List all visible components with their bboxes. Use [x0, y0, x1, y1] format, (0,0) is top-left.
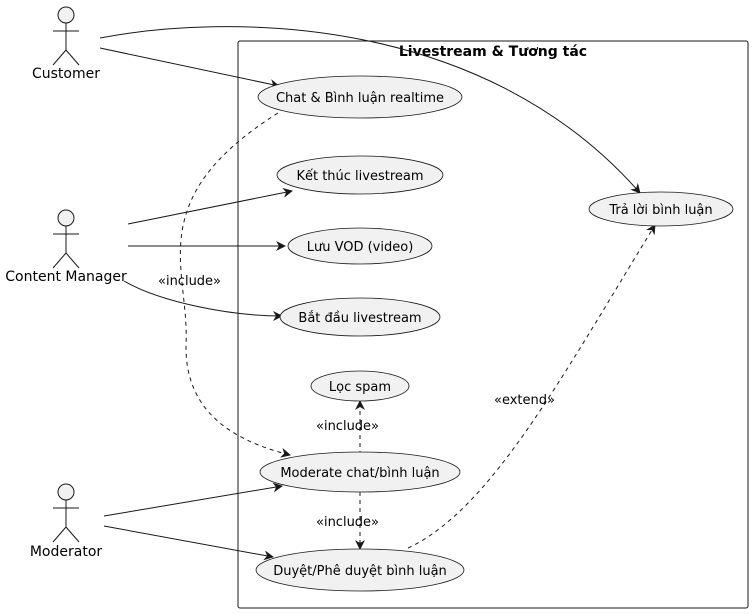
use-case-reply-label: Trả lời bình luận — [608, 203, 712, 218]
actor-moderator-label: Moderator — [30, 544, 103, 560]
actor-content-manager-figure — [52, 209, 80, 269]
edge-cm-start — [123, 280, 283, 321]
use-case-save-vod[interactable]: Lưu VOD (video) — [287, 227, 433, 265]
use-case-end-livestream[interactable]: Kết thúc livestream — [276, 155, 444, 195]
use-case-moderate-label: Moderate chat/bình luận — [280, 466, 439, 481]
edges — [99, 26, 656, 561]
extend-label-reply: «extend» — [494, 393, 555, 408]
use-case-spam-filter[interactable]: Lọc spam — [310, 370, 410, 402]
include-label-spam: «include» — [316, 419, 379, 434]
actor-content-manager-label: Content Manager — [5, 269, 127, 285]
edge-customer-reply — [99, 26, 641, 194]
use-case-start-livestream[interactable]: Bắt đầu livestream — [279, 297, 441, 337]
actor-content-manager[interactable]: Content Manager — [5, 209, 127, 285]
system-boundary: Livestream & Tương tác — [237, 40, 749, 609]
relation-labels: «include» «include» «include» «extend» — [158, 274, 555, 530]
use-case-save-vod-label: Lưu VOD (video) — [307, 240, 414, 255]
include-label-approve: «include» — [316, 515, 379, 530]
actor-customer-label: Customer — [32, 66, 100, 82]
edge-customer-chat — [99, 47, 280, 90]
edge-approve-extend-reply — [407, 224, 656, 549]
include-label-chat: «include» — [158, 274, 221, 289]
use-case-reply[interactable]: Trả lời bình luận — [588, 191, 734, 227]
edge-cm-end — [127, 187, 293, 225]
use-case-start-livestream-label: Bắt đầu livestream — [298, 311, 421, 326]
actor-moderator[interactable]: Moderator — [30, 483, 103, 560]
use-case-approve-label: Duyệt/Phê duyệt bình luận — [273, 564, 447, 579]
system-title: Livestream & Tương tác — [399, 44, 587, 60]
edge-mod-approve — [103, 525, 274, 561]
use-case-approve[interactable]: Duyệt/Phê duyệt bình luận — [255, 548, 465, 592]
use-case-chat[interactable]: Chat & Bình luận realtime — [257, 75, 463, 119]
actor-customer[interactable]: Customer — [32, 6, 100, 82]
actor-customer-figure — [52, 6, 80, 66]
actor-moderator-figure — [52, 483, 80, 543]
use-case-end-livestream-label: Kết thúc livestream — [296, 169, 423, 184]
use-case-chat-label: Chat & Bình luận realtime — [276, 91, 444, 106]
use-case-spam-filter-label: Lọc spam — [329, 380, 391, 395]
use-case-moderate[interactable]: Moderate chat/bình luận — [259, 451, 461, 493]
edge-mod-moderate — [103, 482, 283, 517]
